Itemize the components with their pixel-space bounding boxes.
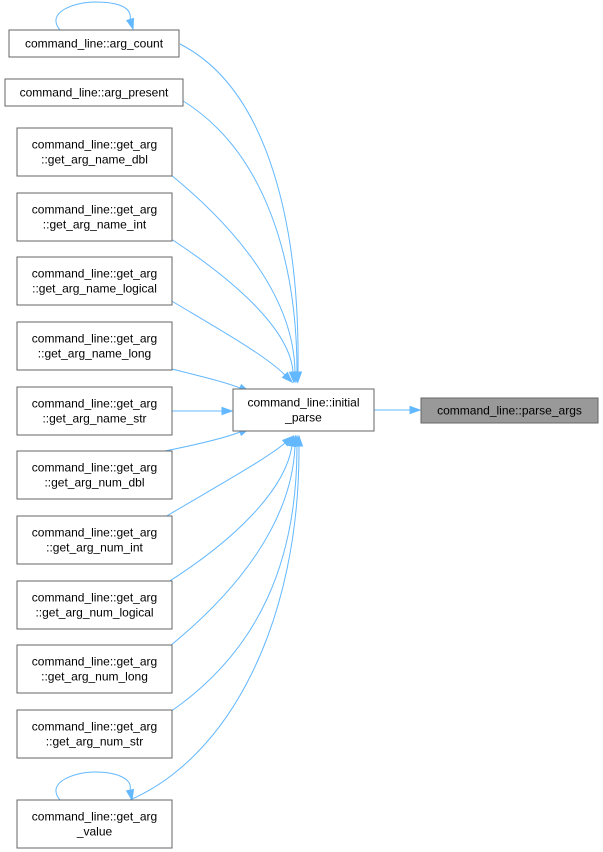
node-label: command_line::get_arg: [32, 526, 157, 540]
node-get-arg-num-int[interactable]: command_line::get_arg::get_arg_num_int: [16, 515, 173, 565]
node-box: [16, 450, 173, 500]
node-label: command_line::get_arg: [32, 267, 157, 281]
edge-line: [159, 442, 286, 521]
node-label: ::get_arg_num_long: [41, 670, 148, 684]
edge-line: [169, 445, 298, 713]
node-label: command_line::get_arg: [32, 461, 157, 475]
node-box: [4, 78, 184, 107]
edge-initial_parse-to-parse_args: [374, 405, 422, 415]
edge-arg_count-self-loop: [55, 1, 135, 31]
node-box: [16, 192, 173, 242]
node-label: command_line::get_arg: [32, 138, 157, 152]
node-get-arg-name-str[interactable]: command_line::get_arg::get_arg_name_str: [16, 386, 173, 436]
node-label: ::get_arg_name_long: [38, 347, 151, 361]
node-label: ::get_arg_num_logical: [35, 606, 153, 620]
edge-get_arg_name_int-to-initial_parse: [164, 234, 298, 384]
edge-line: [179, 43, 299, 373]
node-get-arg-num-str[interactable]: command_line::get_arg::get_arg_num_str: [16, 709, 173, 759]
edge-arrowhead: [125, 788, 135, 802]
node-label: command_line::get_arg: [32, 397, 157, 411]
edge-arrowhead: [281, 435, 294, 447]
node-label: command_line::get_arg: [32, 720, 157, 734]
node-label: command_line::initial: [247, 396, 359, 410]
node-label: command_line::parse_args: [437, 404, 582, 418]
edge-line: [55, 1, 131, 31]
node-label: command_line::get_arg: [32, 332, 157, 346]
node-arg-count[interactable]: command_line::arg_count: [8, 29, 180, 58]
edge-line: [179, 98, 298, 373]
node-get-arg-name-dbl[interactable]: command_line::get_arg::get_arg_name_dbl: [16, 127, 173, 177]
edge-arg_count-to-initial_parse: [179, 43, 303, 384]
node-label: ::get_arg_num_int: [46, 541, 143, 555]
edge-get_arg_num_long-to-initial_parse: [164, 434, 300, 651]
edge-line: [159, 431, 241, 453]
node-box: [420, 397, 599, 424]
edge-get_arg_value-self-loop: [55, 771, 135, 802]
edge-line: [164, 296, 286, 376]
node-label: command_line::get_arg: [32, 591, 157, 605]
node-get-arg-num-long[interactable]: command_line::get_arg::get_arg_num_long: [16, 644, 173, 694]
edge-get_arg_num_int-to-initial_parse: [159, 435, 294, 521]
node-box: [16, 515, 173, 565]
node-label: command_line::arg_present: [20, 86, 169, 100]
node-parse-args[interactable]: command_line::parse_args: [420, 397, 599, 424]
node-label: ::get_arg_name_dbl: [41, 153, 148, 167]
edge-get_arg_name_str-to-initial_parse: [172, 406, 234, 416]
node-get-arg-num-dbl[interactable]: command_line::get_arg::get_arg_num_dbl: [16, 450, 173, 500]
node-get-arg-name-long[interactable]: command_line::get_arg::get_arg_name_long: [16, 321, 173, 371]
edge-line: [55, 771, 131, 801]
edge-get_arg_num_logical-to-initial_parse: [164, 434, 297, 585]
edge-arrowhead: [221, 406, 234, 416]
node-box: [16, 321, 173, 371]
node-get-arg-num-logical[interactable]: command_line::get_arg::get_arg_num_logic…: [16, 580, 173, 630]
edge-arrowhead: [294, 434, 304, 447]
edge-get_arg_num_dbl-to-initial_parse: [159, 427, 251, 453]
edge-arrowhead: [288, 371, 298, 384]
node-box: [16, 580, 173, 630]
node-box: [16, 256, 173, 306]
edge-get_arg_name_dbl-to-initial_parse: [164, 169, 300, 384]
node-box: [16, 799, 173, 849]
node-box: [16, 127, 173, 177]
node-label: _parse: [284, 411, 322, 425]
node-label: ::get_arg_name_logical: [32, 282, 157, 296]
node-get-arg-name-int[interactable]: command_line::get_arg::get_arg_name_int: [16, 192, 173, 242]
edges-layer: [55, 1, 422, 803]
edge-line: [164, 234, 294, 373]
edge-arrowhead: [125, 17, 135, 31]
node-get-arg-name-logical[interactable]: command_line::get_arg::get_arg_name_logi…: [16, 256, 173, 306]
node-box: [16, 709, 173, 759]
node-label: command_line::arg_count: [25, 37, 164, 51]
node-label: ::get_arg_name_str: [42, 412, 146, 426]
node-label: command_line::get_arg: [32, 810, 157, 824]
edge-get_arg_name_long-to-initial_parse: [159, 365, 251, 393]
nodes-layer: command_line::arg_countcommand_line::arg…: [4, 29, 599, 849]
node-label: ::get_arg_name_int: [43, 218, 147, 232]
node-label: command_line::get_arg: [32, 203, 157, 217]
edge-arrowhead: [409, 405, 422, 415]
node-label: ::get_arg_num_str: [46, 735, 143, 749]
edge-line: [164, 169, 296, 373]
node-box: [16, 644, 173, 694]
edge-get_arg_value-to-initial_parse: [124, 434, 304, 803]
edge-arg_present-to-initial_parse: [179, 98, 302, 384]
node-initial-parse[interactable]: command_line::initial_parse: [232, 388, 375, 432]
node-box: [16, 386, 173, 436]
node-get-arg-value[interactable]: command_line::get_arg_value: [16, 799, 173, 849]
node-box: [232, 388, 375, 432]
node-box: [8, 29, 180, 58]
node-arg-present[interactable]: command_line::arg_present: [4, 78, 184, 107]
edge-arrowhead: [281, 371, 294, 384]
node-label: _value: [76, 825, 113, 839]
edge-get_arg_name_logical-to-initial_parse: [164, 296, 294, 384]
edge-line: [164, 445, 296, 651]
edge-line: [124, 445, 300, 803]
node-label: ::get_arg_num_dbl: [44, 476, 144, 490]
edge-line: [164, 445, 293, 585]
node-label: command_line::get_arg: [32, 655, 157, 669]
